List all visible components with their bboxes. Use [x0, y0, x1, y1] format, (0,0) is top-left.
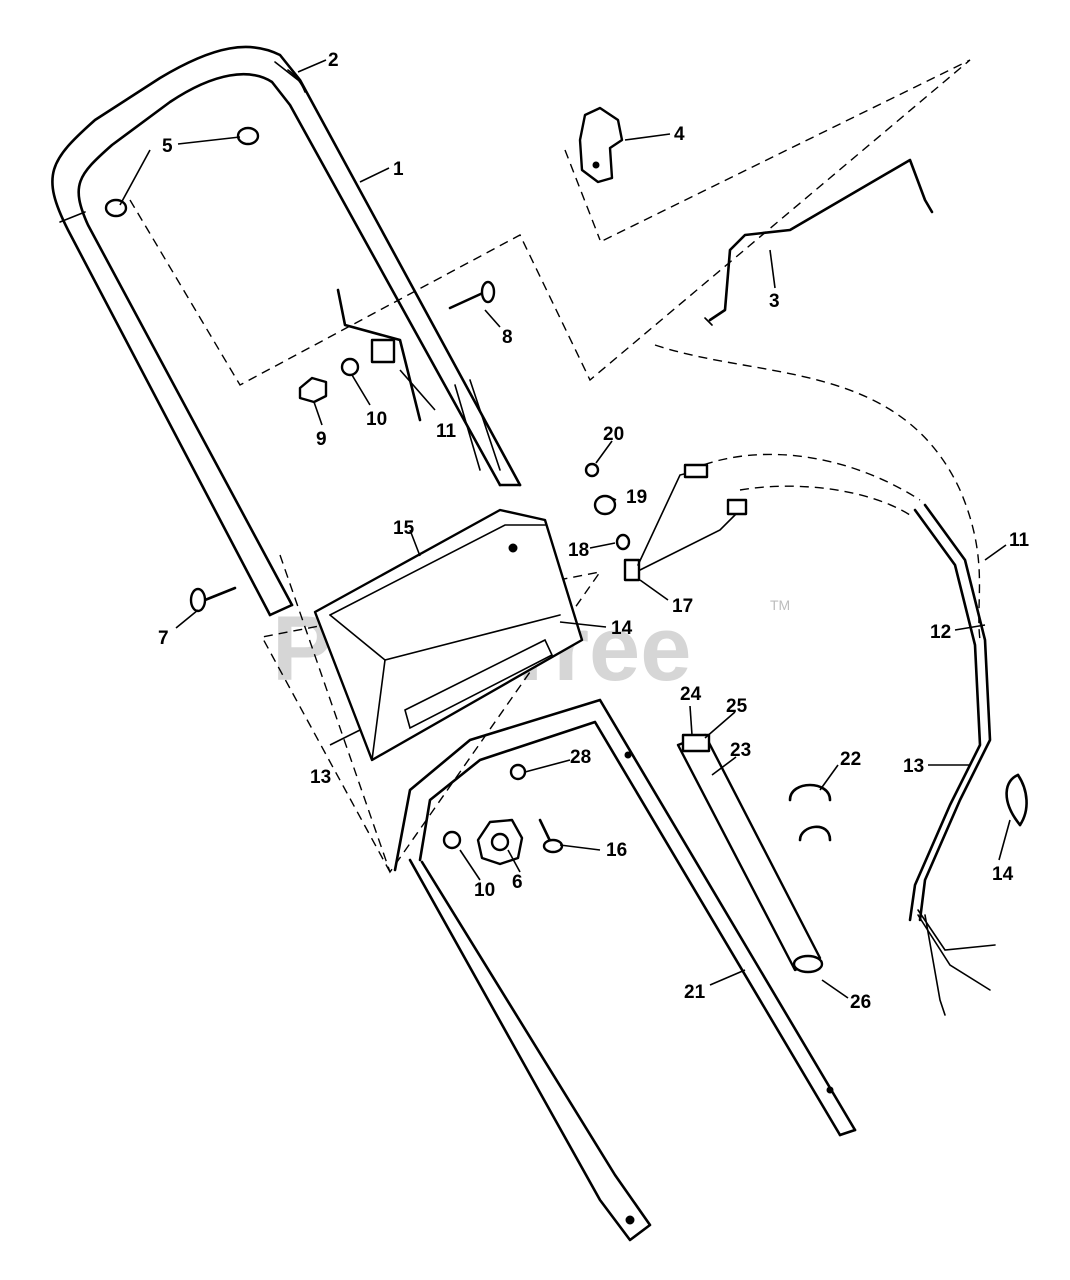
callout-1: 1	[393, 159, 404, 180]
callout-9: 9	[316, 429, 327, 450]
callout-28: 28	[570, 747, 591, 768]
callout-16: 14	[611, 618, 633, 639]
callout-6: 6	[512, 872, 523, 893]
callout-19: 17	[672, 596, 693, 617]
callout-21: 19	[626, 487, 647, 508]
callout-27-lower: 26	[850, 992, 871, 1013]
parts-25-26-27-cylinder	[676, 733, 824, 974]
callout-23: 21	[684, 982, 706, 1003]
part-5-bolts	[104, 126, 260, 218]
callout-17: 15	[393, 518, 415, 539]
assembly-guide-lines	[129, 59, 981, 874]
callout-27-upper: 25	[726, 696, 748, 717]
callout-25: 23	[730, 740, 751, 761]
part-7-bolt	[189, 586, 237, 613]
part-1-upper-handle	[51, 45, 522, 617]
part-4-clip	[578, 106, 624, 184]
callout-10-lower: 10	[474, 880, 495, 901]
parts-19-22-switch	[584, 462, 748, 582]
callout-13: 13	[903, 756, 924, 777]
watermark-trademark: TM	[770, 597, 790, 613]
handle-hardware	[298, 280, 496, 422]
callout-14: 14	[992, 864, 1014, 885]
callout-11-harness: 11	[1009, 530, 1030, 551]
callout-22: 20	[603, 424, 624, 445]
callout-10-upper: 10	[366, 409, 387, 430]
callout-leader-lines	[119, 59, 1011, 999]
parts-12-13-14-harness	[908, 503, 1028, 1016]
callout-3: 3	[769, 291, 780, 312]
callout-15: 13	[310, 767, 331, 788]
callout-7: 7	[158, 628, 169, 649]
part-23-lower-handle	[393, 698, 857, 1242]
callout-4: 4	[674, 124, 685, 145]
callout-26: 24	[680, 684, 702, 705]
part-15-16-17-control-box	[313, 508, 584, 762]
callout-12: 12	[930, 622, 951, 643]
knob-and-fasteners	[442, 763, 564, 866]
part-2-handle-grip	[287, 69, 306, 93]
callout-11-upper: 11	[436, 421, 457, 442]
callout-8: 8	[502, 327, 513, 348]
callout-2: 2	[328, 50, 339, 71]
part-3-control-rod	[704, 158, 934, 326]
callout-5: 5	[162, 136, 173, 157]
callout-numbers: 2 1 5 4 3 8 9 10 11 20 19 18 17 15 14 7 …	[158, 50, 1030, 1013]
part-24-clamp	[788, 783, 832, 842]
callout-18: 16	[606, 840, 627, 861]
callout-24: 22	[840, 749, 861, 770]
callout-20: 18	[568, 540, 589, 561]
